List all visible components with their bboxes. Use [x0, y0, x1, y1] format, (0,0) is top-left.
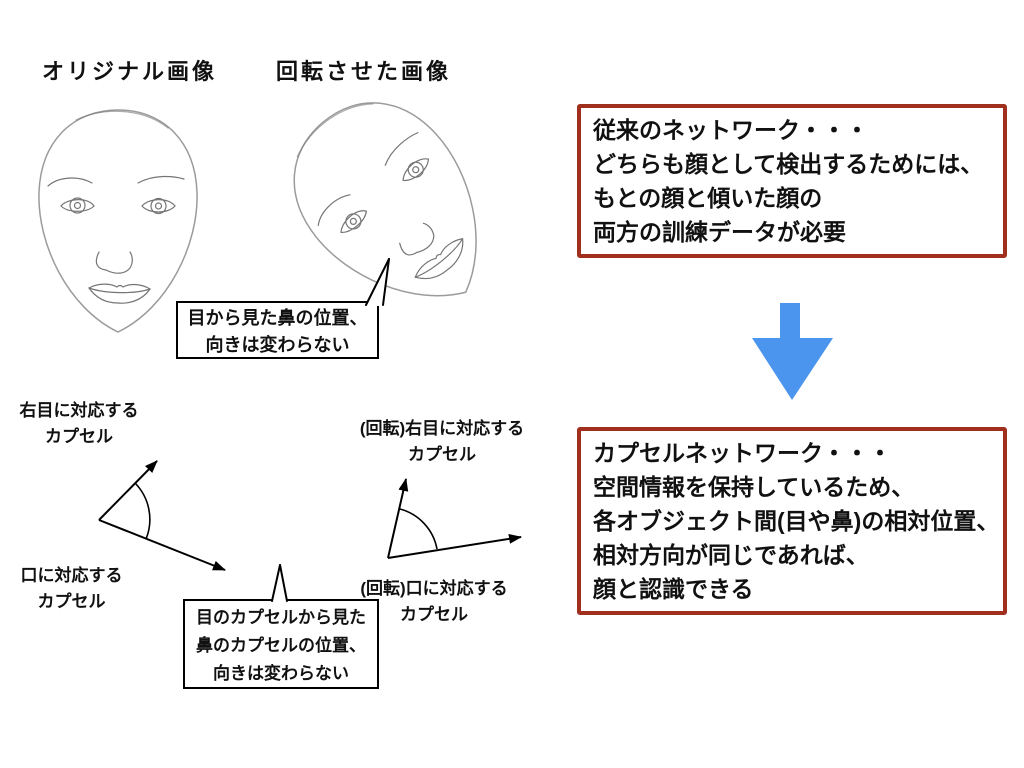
label-line: (回転)口に対応する [360, 579, 508, 598]
bubble-line: 向きは変わらない [213, 664, 349, 683]
rotated-eye-capsule-vector [387, 478, 409, 559]
bubble-line: 目のカプセルから見た [196, 608, 366, 627]
bubble-line: 鼻のカプセルの位置、 [196, 636, 366, 655]
label-mouth-capsule: 口に対応する カプセル [4, 563, 139, 615]
angle-arc [134, 482, 151, 540]
note-line: 相対方向が同じであれば、 [593, 542, 869, 568]
capsule-vectors-original [98, 460, 226, 571]
label-line: カプセル [408, 445, 476, 464]
label-line: カプセル [37, 592, 106, 611]
label-line: 口に対応する [20, 566, 123, 585]
label-line: カプセル [45, 427, 113, 446]
speech-bubble-capsule-note: 目のカプセルから見た 鼻のカプセルの位置、 向きは変わらない [183, 599, 379, 689]
capsule-vectors-rotated [387, 478, 522, 559]
label-right-eye-capsule: 右目に対応する カプセル [4, 398, 154, 450]
rotated-angle-arc [399, 508, 438, 550]
eye-capsule-vector [98, 460, 158, 521]
note-line: もとの顔と傾いた顔の [593, 185, 823, 211]
note-line: 空間情報を保持しているため、 [593, 474, 915, 500]
label-rotated-mouth-capsule: (回転)口に対応する カプセル [348, 576, 520, 628]
speech-bubble-face-note: 目から見た鼻の位置、 向きは変わらない [176, 301, 379, 359]
note-line: カプセルネットワーク・・・ [593, 440, 892, 466]
original-face-sketch [38, 109, 198, 333]
bubble-line: 向きは変わらない [205, 335, 350, 355]
note-line: 従来のネットワーク・・・ [593, 117, 869, 143]
note-line: どちらも顔として検出するためには、 [593, 151, 984, 177]
capsule-note-bubble-tail [271, 564, 288, 603]
down-arrow-icon [752, 303, 833, 400]
label-line: (回転)右目に対応する [359, 419, 525, 438]
bubble-line: 目から見た鼻の位置、 [187, 308, 368, 328]
note-line: 顔と認識できる [593, 576, 754, 602]
title-original-image: オリジナル画像 [42, 59, 218, 84]
label-line: 右目に対応する [19, 401, 139, 420]
note-line: 両方の訓練データが必要 [593, 219, 846, 245]
face-note-bubble-tail [365, 258, 390, 306]
rotated-mouth-capsule-vector [387, 533, 522, 559]
note-box-traditional-network: 従来のネットワーク・・・ どちらも顔として検出するためには、 もとの顔と傾いた顔… [577, 104, 1007, 258]
label-rotated-right-eye-capsule: (回転)右目に対応する カプセル [340, 416, 544, 468]
note-box-capsule-network: カプセルネットワーク・・・ 空間情報を保持しているため、 各オブジェクト間(目や… [577, 427, 1007, 615]
label-line: カプセル [400, 605, 468, 624]
note-line: 各オブジェクト間(目や鼻)の相対位置、 [593, 508, 1000, 534]
title-rotated-image: 回転させた画像 [276, 59, 452, 84]
